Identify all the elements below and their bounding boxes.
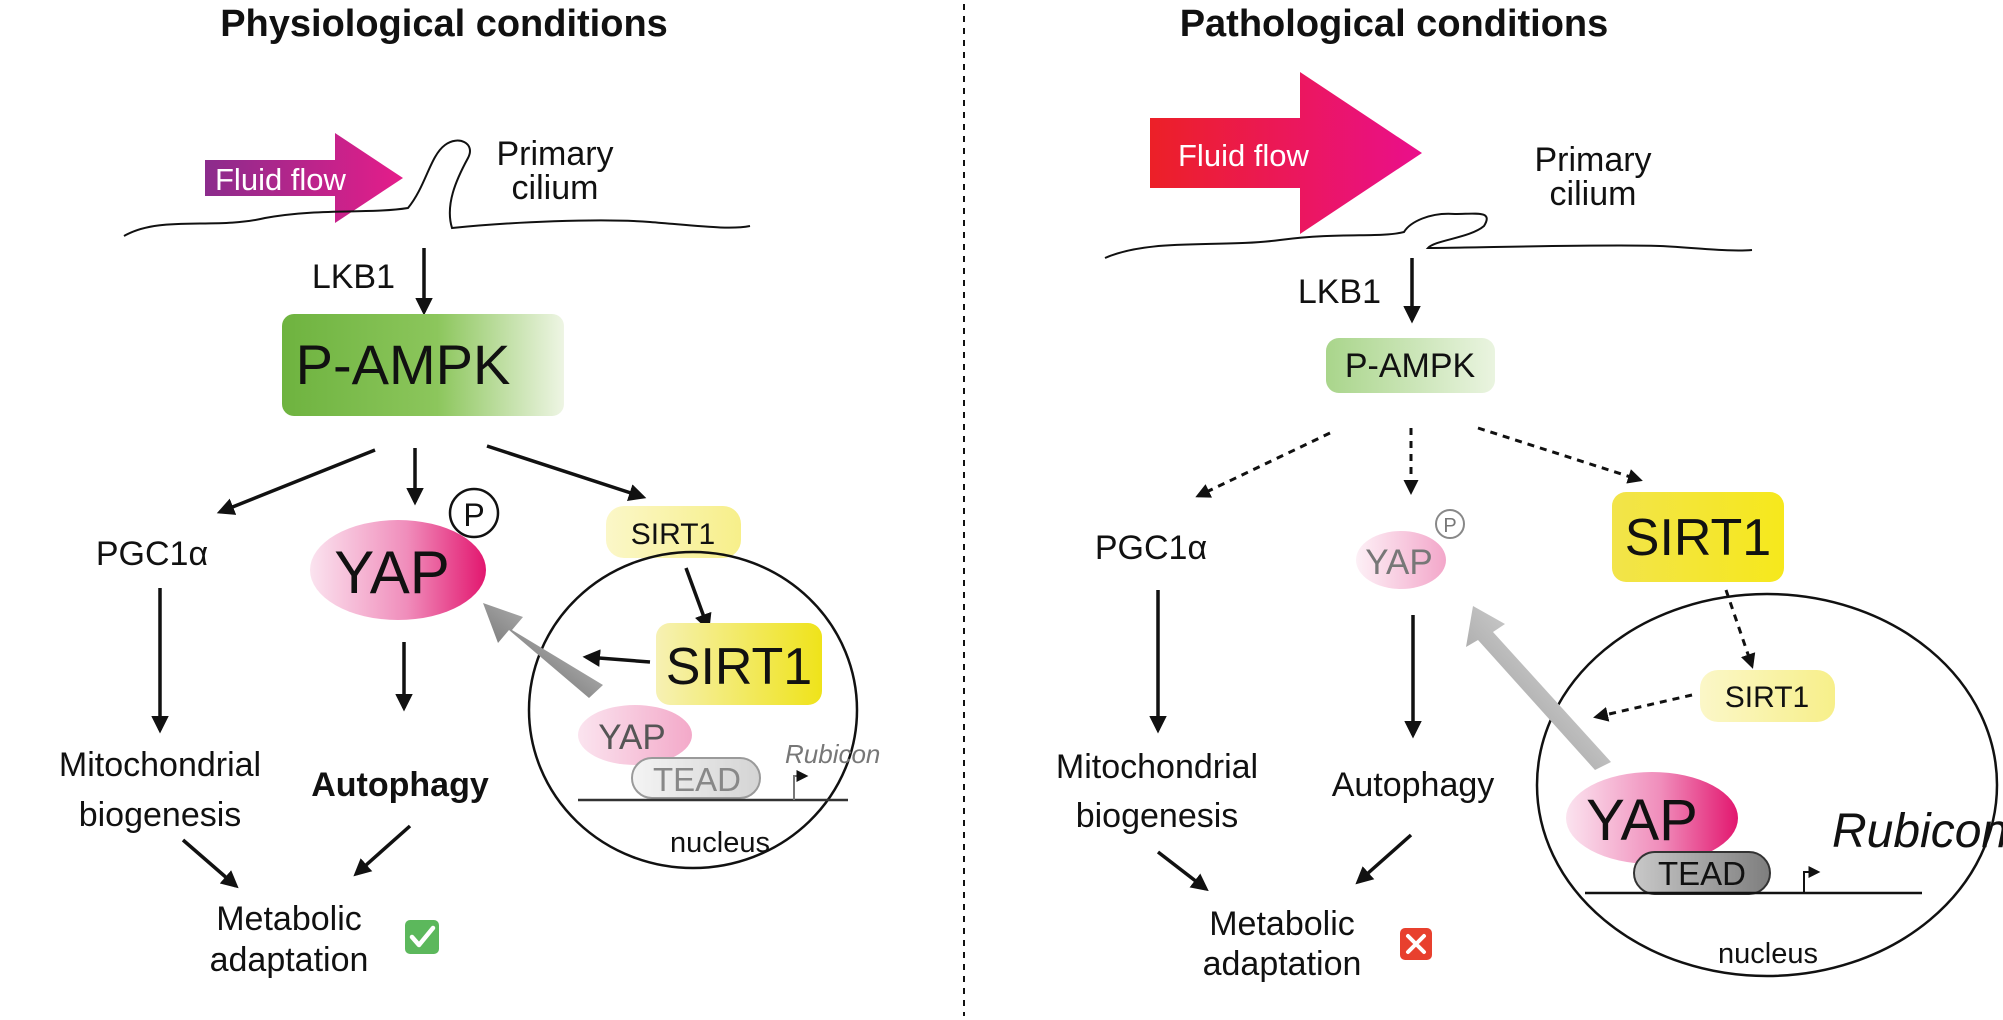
yap-nuc-label-left: YAP (598, 718, 665, 757)
pgc1a-label-left: PGC1α (96, 535, 208, 573)
tead-label-left: TEAD (653, 761, 741, 798)
nucleus-label-right: nucleus (1718, 938, 1818, 970)
mito-label-left-1: Mitochondrial (59, 746, 261, 784)
arrow-mito-metab-right (1156, 850, 1209, 892)
metab-label-right-2: adaptation (1203, 945, 1362, 983)
sirt1-nuc-label-left: SIRT1 (666, 638, 812, 696)
yap-nuc-right: YAP (1566, 772, 1738, 864)
metab-label-right-1: Metabolic (1209, 905, 1355, 943)
arrow-ampk-pgc1a-right (1195, 431, 1331, 498)
nucleus-label-left: nucleus (670, 827, 770, 859)
yap-label-right: YAP (1365, 543, 1432, 582)
phospho-label-left: P (463, 497, 484, 533)
arrow-sirt1-yap-nuc-right (1593, 693, 1693, 722)
fluid-flow-label-right: Fluid flow (1178, 138, 1310, 173)
nucleus-left (527, 550, 859, 870)
nucleus-right (1535, 592, 1999, 978)
cilium-label-right-1: Primary (1534, 141, 1651, 179)
arrow-autophagy-metab-right (1355, 833, 1413, 885)
pgc1a-label-right: PGC1α (1095, 529, 1207, 567)
tead-right: TEAD (1633, 851, 1771, 895)
arrow-mito-metab-left (181, 838, 239, 889)
sirt1-cyto-label-left: SIRT1 (631, 518, 715, 551)
sirt1-nuc-label-right: SIRT1 (1725, 681, 1809, 714)
pampk-box-left: P-AMPK (282, 314, 564, 416)
arrow-sirt1-nucleus-left (684, 567, 712, 632)
phospho-badge-right: P (1435, 509, 1465, 539)
rubicon-label-left: Rubicon (785, 739, 880, 769)
cilium-label-left-1: Primary (496, 135, 613, 173)
cilium-label-right-2: cilium (1550, 175, 1637, 213)
autophagy-label-right: Autophagy (1332, 766, 1495, 804)
sirt1-cyto-right: SIRT1 (1612, 492, 1784, 582)
cross-icon (1400, 928, 1432, 960)
cell-membrane-left (123, 139, 751, 237)
fluid-flow-arrow-right: Fluid flow (1150, 72, 1422, 234)
tead-left: TEAD (631, 757, 761, 799)
export-arrow-right (1466, 606, 1611, 770)
rubicon-label-right: Rubicon (1832, 805, 2003, 858)
mito-label-left-2: biogenesis (79, 796, 242, 834)
left-title: Physiological conditions (220, 3, 668, 45)
sirt1-nuc-left: SIRT1 (656, 623, 822, 705)
tead-label-right: TEAD (1658, 855, 1746, 892)
check-icon (405, 920, 439, 954)
cell-membrane-right (1104, 212, 1753, 259)
arrow-sirt1-nucleus-right (1724, 589, 1756, 669)
sirt1-cyto-left: SIRT1 (606, 506, 741, 558)
left-panel: Physiological conditions Fluid flow Prim… (59, 3, 881, 979)
metab-label-left-1: Metabolic (216, 900, 362, 938)
promoter-icon-left (793, 770, 809, 800)
lkb1-label-left: LKB1 (312, 258, 395, 296)
yap-cyto-left: YAP (310, 520, 486, 620)
yap-label-left: YAP (334, 539, 450, 606)
right-panel: Pathological conditions Fluid flow Prima… (1056, 3, 2003, 983)
arrow-ampk-sirt1-left (486, 444, 647, 501)
yap-cyto-right: YAP (1356, 531, 1446, 589)
pampk-label-left: P-AMPK (296, 333, 511, 396)
right-title: Pathological conditions (1180, 3, 1609, 45)
autophagy-label-left: Autophagy (311, 766, 489, 804)
yap-nuc-label-right: YAP (1586, 788, 1698, 853)
pampk-label-right: P-AMPK (1345, 347, 1476, 385)
mito-label-right-1: Mitochondrial (1056, 748, 1258, 786)
fluid-flow-arrow-left: Fluid flow (205, 133, 403, 223)
promoter-icon-right (1803, 866, 1821, 893)
metab-label-left-2: adaptation (210, 941, 369, 979)
arrow-autophagy-metab-left (353, 824, 412, 877)
arrow-ampk-sirt1-right (1477, 426, 1643, 484)
mito-label-right-2: biogenesis (1076, 797, 1239, 835)
arrow-ampk-pgc1a-left (216, 448, 376, 515)
pampk-box-right: P-AMPK (1326, 338, 1495, 393)
phospho-label-right: P (1443, 515, 1456, 537)
lkb1-label-right: LKB1 (1298, 273, 1381, 311)
cilium-label-left-2: cilium (512, 169, 599, 207)
fluid-flow-label-left: Fluid flow (215, 162, 347, 197)
phospho-badge-left: P (448, 487, 500, 539)
sirt1-nuc-right: SIRT1 (1700, 670, 1835, 722)
arrow-sirt1-yap-nuc-left (582, 649, 651, 667)
export-arrow-left (483, 603, 603, 698)
sirt1-cyto-label-right: SIRT1 (1625, 509, 1771, 567)
yap-nuc-left: YAP (578, 705, 692, 765)
